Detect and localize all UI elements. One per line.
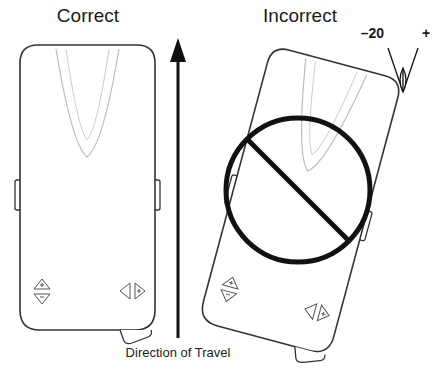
angle-label: + <box>422 26 430 41</box>
angle-indicator <box>388 48 418 92</box>
heading-incorrect: Incorrect <box>263 6 337 27</box>
caption-direction: Direction of Travel <box>126 346 231 360</box>
travel-arrow <box>177 60 180 338</box>
device-correct <box>15 45 160 344</box>
angle-label: –20 <box>361 26 384 41</box>
travel-arrowhead <box>170 38 186 62</box>
heading-correct: Correct <box>57 6 119 27</box>
prohibition-circle <box>226 118 370 262</box>
device-incorrect <box>190 44 407 370</box>
prohibition-slash <box>247 139 349 241</box>
